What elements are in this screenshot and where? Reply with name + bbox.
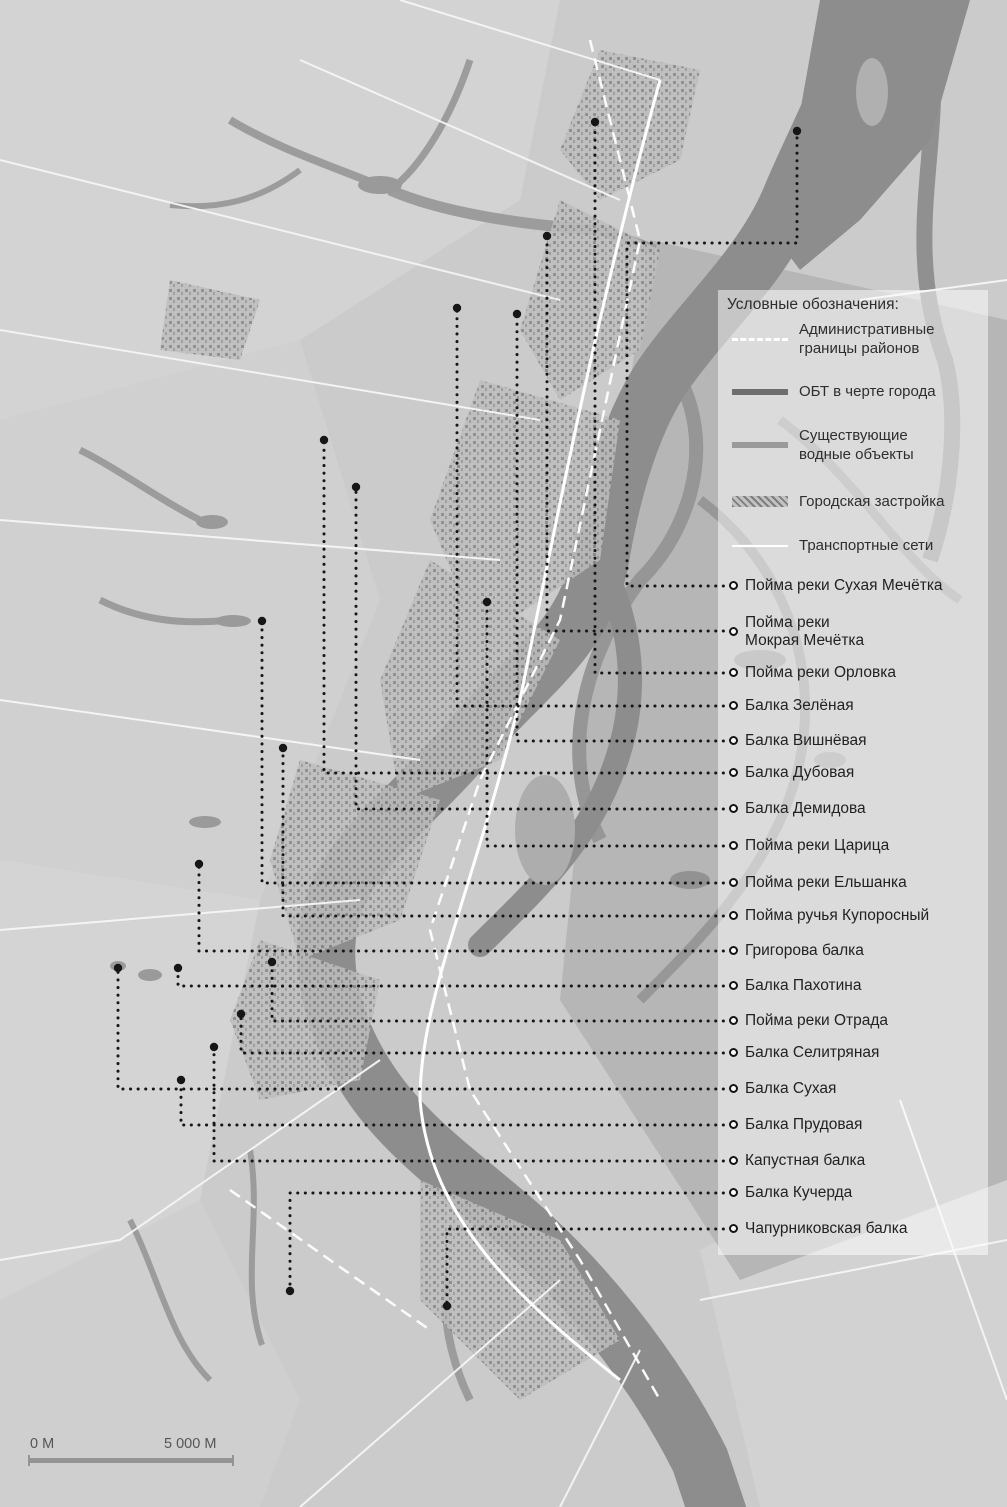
feature-marker-icon	[729, 981, 738, 990]
feature-marker-icon	[729, 1016, 738, 1025]
feature-label-dubovaya: Балка Дубовая	[729, 764, 854, 782]
feature-marker-icon	[729, 1156, 738, 1165]
scale-end-label: 5 000 М	[164, 1436, 217, 1452]
feature-label-orlovka: Пойма реки Орловка	[729, 664, 896, 682]
legend-item-admin-borders: Административные границы районов	[732, 320, 982, 358]
feature-label-otrada: Пойма реки Отрада	[729, 1012, 888, 1030]
feature-label-selitryanaya: Балка Селитряная	[729, 1044, 879, 1062]
feature-label-mokraya-mechetka: Пойма реки Мокрая Мечётка	[729, 614, 864, 650]
urban-hatch-symbol	[732, 496, 788, 508]
feature-marker-icon	[729, 878, 738, 887]
feature-label-kucherda: Балка Кучерда	[729, 1184, 852, 1202]
obt-line-symbol	[732, 388, 788, 395]
feature-marker-icon	[729, 581, 738, 590]
feature-marker-icon	[729, 768, 738, 777]
feature-label-chapurnikovskaya: Чапурниковская балка	[729, 1220, 908, 1238]
legend-item-transport: Транспортные сети	[732, 536, 982, 555]
feature-label-suhaya: Балка Сухая	[729, 1080, 836, 1098]
feature-marker-icon	[729, 1084, 738, 1093]
feature-marker-icon	[729, 1188, 738, 1197]
scale-bar-line	[28, 1455, 234, 1466]
feature-label-pahotina: Балка Пахотина	[729, 977, 861, 995]
feature-marker-icon	[729, 736, 738, 745]
legend-item-obt: ОБТ в черте города	[732, 382, 982, 401]
feature-marker-icon	[729, 668, 738, 677]
dashed-line-symbol	[732, 337, 788, 341]
feature-marker-icon	[729, 627, 738, 636]
feature-label-vishnevaya: Балка Вишнёвая	[729, 732, 867, 750]
legend-item-urban: Городская застройка	[732, 492, 982, 511]
feature-marker-icon	[729, 701, 738, 710]
feature-label-tsaritsa: Пойма реки Царица	[729, 837, 889, 855]
feature-label-suhaya-mechetka: Пойма реки Сухая Мечётка	[729, 577, 943, 595]
scale-bar: 0 М 5 000 М	[24, 1436, 244, 1470]
scale-start-label: 0 М	[30, 1436, 55, 1452]
feature-marker-icon	[729, 1048, 738, 1057]
feature-label-elshanka: Пойма реки Ельшанка	[729, 874, 907, 892]
legend-item-water: Существующие водные объекты	[732, 426, 982, 464]
feature-marker-icon	[729, 1120, 738, 1129]
feature-marker-icon	[729, 1224, 738, 1233]
feature-label-prudovaya: Балка Прудовая	[729, 1116, 862, 1134]
water-line-symbol	[732, 442, 788, 449]
feature-label-zelenaya: Балка Зелёная	[729, 697, 854, 715]
transport-line-symbol	[732, 544, 788, 547]
feature-marker-icon	[729, 841, 738, 850]
feature-label-kapustnaya: Капустная балка	[729, 1152, 865, 1170]
feature-label-demidova: Балка Демидова	[729, 800, 866, 818]
feature-marker-icon	[729, 911, 738, 920]
feature-marker-icon	[729, 946, 738, 955]
feature-label-kuporosny: Пойма ручья Купоросный	[729, 907, 929, 925]
feature-label-grigorova: Григорова балка	[729, 942, 864, 960]
feature-marker-icon	[729, 804, 738, 813]
legend-title: Условные обозначения:	[727, 296, 899, 313]
